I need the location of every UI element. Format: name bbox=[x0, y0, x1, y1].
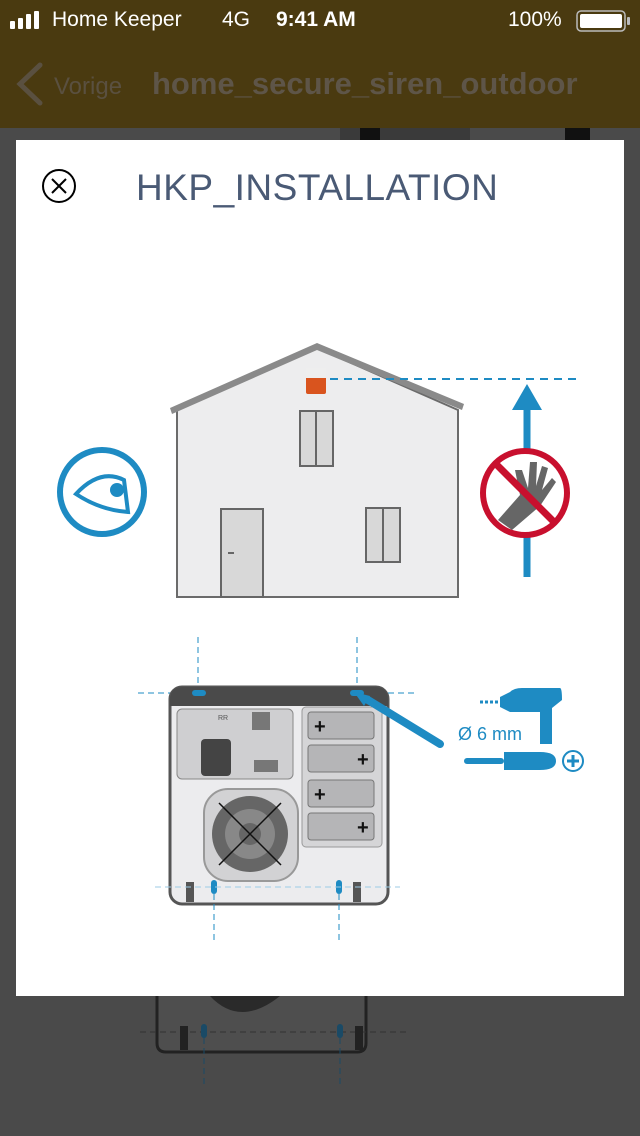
installation-illustration: RR + + + + Ø 6 mm bbox=[57, 343, 584, 944]
battery-label: 100% bbox=[508, 8, 562, 31]
pencil-icon bbox=[354, 692, 444, 748]
nav-title: home_secure_siren_outdoor bbox=[152, 66, 578, 101]
battery-icon bbox=[576, 10, 630, 32]
network-label: 4G bbox=[222, 8, 251, 31]
no-touch-icon bbox=[480, 448, 570, 538]
back-label: Vorige bbox=[54, 73, 123, 100]
status-bar: Home Keeper 4G 9:41 AM 100% bbox=[0, 0, 640, 40]
drill-icon bbox=[480, 688, 562, 744]
screwdriver-icon bbox=[464, 750, 584, 772]
device-label: RR bbox=[218, 715, 228, 722]
drill-size-label: Ø 6 mm bbox=[458, 724, 522, 744]
modal-title: HKP_INSTALLATION bbox=[136, 167, 499, 208]
close-icon[interactable] bbox=[42, 169, 76, 203]
house-illustration bbox=[170, 343, 464, 598]
svg-text:+: + bbox=[357, 817, 369, 839]
chevron-left-icon bbox=[16, 62, 43, 106]
background-content bbox=[140, 128, 590, 1088]
svg-text:+: + bbox=[357, 749, 369, 771]
carrier-label: Home Keeper bbox=[52, 8, 182, 31]
signal-icon bbox=[10, 11, 39, 29]
eye-icon bbox=[57, 447, 147, 537]
svg-text:+: + bbox=[314, 716, 326, 738]
installation-modal: HKP_INSTALLATION bbox=[16, 140, 624, 996]
navigation-bar: Vorige home_secure_siren_outdoor bbox=[0, 40, 640, 128]
back-button[interactable]: Vorige bbox=[14, 62, 122, 106]
svg-text:+: + bbox=[314, 784, 326, 806]
time-label: 9:41 AM bbox=[276, 8, 356, 31]
siren-device-illustration: RR + + + + bbox=[138, 637, 418, 944]
